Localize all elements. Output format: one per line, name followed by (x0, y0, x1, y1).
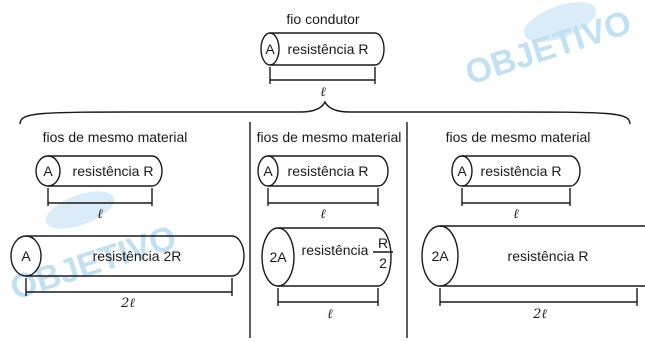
panel-1-title: fios de mesmo material (43, 129, 188, 145)
panel-2-fraction-denominator: 2 (379, 255, 387, 271)
panel-1-reference-cylinder (35, 155, 163, 187)
panel-3-reference-length-bracket (461, 188, 571, 206)
panel-2-variant-resistance: resistência (302, 242, 369, 258)
panel-3-variant-resistance: resistência R (508, 248, 589, 264)
curly-brace (19, 100, 631, 125)
panel-1-reference-area: A (43, 163, 53, 179)
panel-2-reference-length-bracket (267, 188, 379, 206)
watermark-top-right: OBJETIVO (461, 2, 636, 93)
top-wire-cylinder (260, 32, 385, 66)
panel-3-reference-area: A (457, 163, 467, 179)
panel-1: fios de mesmo material A resistência R ℓ… (10, 129, 245, 311)
panel-1-variant-resistance: resistência 2R (93, 248, 182, 264)
panel-1-variant-length-bracket (25, 278, 233, 296)
panel-3-variant-area: 2A (431, 248, 449, 264)
top-length-bracket (269, 67, 376, 84)
panel-2-reference-resistance: resistência R (288, 163, 369, 179)
panel-2-variant-area: 2A (269, 249, 287, 265)
top-area-label: A (265, 41, 275, 57)
panel-1-reference-resistance: resistência R (73, 163, 154, 179)
panel-1-variant-area: A (21, 248, 31, 264)
panel-3-variant-length-bracket (439, 288, 638, 306)
panel-2: fios de mesmo material A resistência R ℓ… (257, 129, 402, 322)
panel-1-variant-length: 2ℓ (120, 296, 135, 311)
panel-3-title: fios de mesmo material (446, 129, 591, 145)
panel-3-variant-length: 2ℓ (532, 307, 547, 322)
panel-3-reference-resistance: resistência R (481, 163, 562, 179)
panel-2-variant-length-bracket (277, 288, 379, 306)
panel-2-fraction-numerator: R (378, 235, 388, 251)
panel-1-variant-cylinder (10, 235, 245, 277)
panel-2-title: fios de mesmo material (257, 129, 402, 145)
top-resistance-label: resistência R (288, 41, 369, 57)
panel-1-reference-length: ℓ (97, 207, 103, 222)
panel-2-variant-cylinder (261, 227, 392, 287)
panel-2-reference-length: ℓ (320, 207, 326, 222)
panel-1-reference-length-bracket (47, 188, 153, 206)
panel-3-variant-cylinder (421, 225, 645, 287)
panel-3-reference-cylinder (451, 155, 581, 187)
panel-3-reference-length: ℓ (513, 207, 519, 222)
top-title: fio condutor (286, 11, 359, 27)
panel-2-reference-cylinder (257, 155, 389, 187)
panel-2-variant-length: ℓ (327, 307, 333, 322)
watermark-bottom-left: OBJETIVO (6, 191, 181, 308)
panel-3: fios de mesmo material A resistência R ℓ… (421, 129, 645, 322)
panel-2-reference-area: A (263, 163, 273, 179)
top-length-label: ℓ (320, 85, 326, 100)
